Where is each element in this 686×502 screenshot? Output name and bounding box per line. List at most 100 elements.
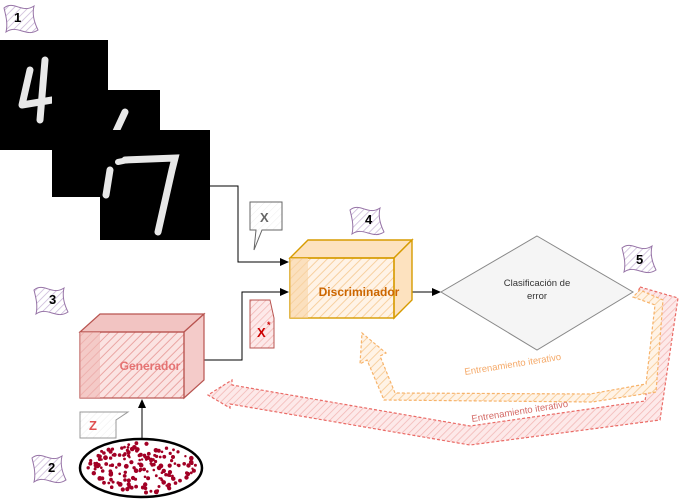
flag-5: 5 [621,244,657,274]
callout-icon [249,201,283,251]
noise-dot [164,473,168,477]
noise-dot [145,455,151,460]
noise-dot [167,486,172,491]
noise-dot [186,463,191,468]
noise-dot [157,485,161,488]
noise-dot [125,448,129,452]
flag-4: 4 [349,206,385,236]
noise-dot [161,480,166,485]
noise-dot [118,472,121,476]
noise-dot [166,482,172,487]
noise-dot [108,469,113,474]
noise-dot [96,464,100,469]
noise-dot [100,466,103,470]
flag-icon [31,454,67,484]
noise-dot [171,476,176,481]
step-4-number: 4 [365,212,373,227]
noise-dot [104,462,109,466]
noise-dot [86,466,90,470]
discriminator-label: Discriminador [319,285,400,299]
noise-dot [122,453,126,457]
noise-dot [142,453,147,458]
noise-dot [123,470,128,474]
noise-dot [171,455,175,459]
noise-dot [153,453,157,457]
noise-dot [170,459,174,463]
noise-dot [158,455,162,459]
noise-dot [103,455,108,461]
noise-dot [190,461,194,466]
noise-dot [126,478,131,483]
noise-dot [138,458,141,462]
noise-dot [102,451,106,455]
noise-dot [146,451,151,456]
noise-dot [132,466,136,470]
noise-dot [126,446,130,449]
noise-dot [164,446,169,450]
discriminator-box: Discriminador [288,238,414,320]
noise-dot [100,449,104,453]
noise-dot [153,489,159,495]
noise-dot [176,463,180,467]
noise-dot [97,457,102,462]
noise-dot [123,445,126,449]
noise-dot [108,464,112,467]
training-label-inner: Entrenamiento iterativo [464,352,562,378]
noise-dot [167,463,172,468]
noise-dot [111,480,115,484]
digit-image-stack [0,40,210,240]
connector-real-to-discriminator [210,185,289,266]
connector-generator-to-discriminator [204,288,289,361]
noise-dot [126,453,131,458]
noise-dot [127,484,132,489]
noise-dot [154,459,158,464]
noise-dot [130,475,136,481]
flag-3: 3 [33,286,69,316]
z-label: Z [89,418,97,433]
classification-diamond: Clasificación de error [440,235,634,351]
noise-dot [152,462,156,467]
step-1-number: 1 [14,10,21,25]
noise-dot [120,446,124,450]
digit-image-icon [100,130,210,240]
noise-dot [88,461,93,466]
noise-dot [107,481,111,485]
flag-icon [33,286,69,316]
noise-dot [117,482,123,487]
noise-dot [129,460,134,465]
callout-x: X [249,201,283,251]
noise-dot [157,466,161,469]
noise-dot [123,463,129,469]
noise-dot [133,468,139,474]
noise-dot [108,472,114,477]
noise-dot [146,476,151,481]
callout-icon [79,411,130,439]
noise-dot [97,476,103,481]
noise-dot [162,454,167,459]
noise-dot [94,466,97,469]
noise-dot [109,477,113,482]
noise-dot [153,448,159,453]
noise-dot [189,455,194,461]
noise-dot [134,484,139,489]
noise-dot [143,482,148,487]
noise-dot [137,453,141,458]
noise-source [78,437,204,499]
noise-dot [127,443,131,446]
noise-dot [149,457,153,462]
step-5-number: 5 [636,252,643,267]
noise-dot [110,463,115,468]
callout-z: Z [79,411,130,439]
noise-dot [149,489,153,493]
noise-dot [96,453,101,458]
x-star-sup: * [267,320,271,330]
noise-dot [89,459,93,463]
flag-icon [3,4,39,34]
noise-dot [111,453,115,457]
noise-dot [182,462,186,466]
noise-dot [117,462,122,467]
step-2-number: 2 [48,460,55,475]
noise-dot [108,449,113,454]
noise-dot [143,475,147,479]
